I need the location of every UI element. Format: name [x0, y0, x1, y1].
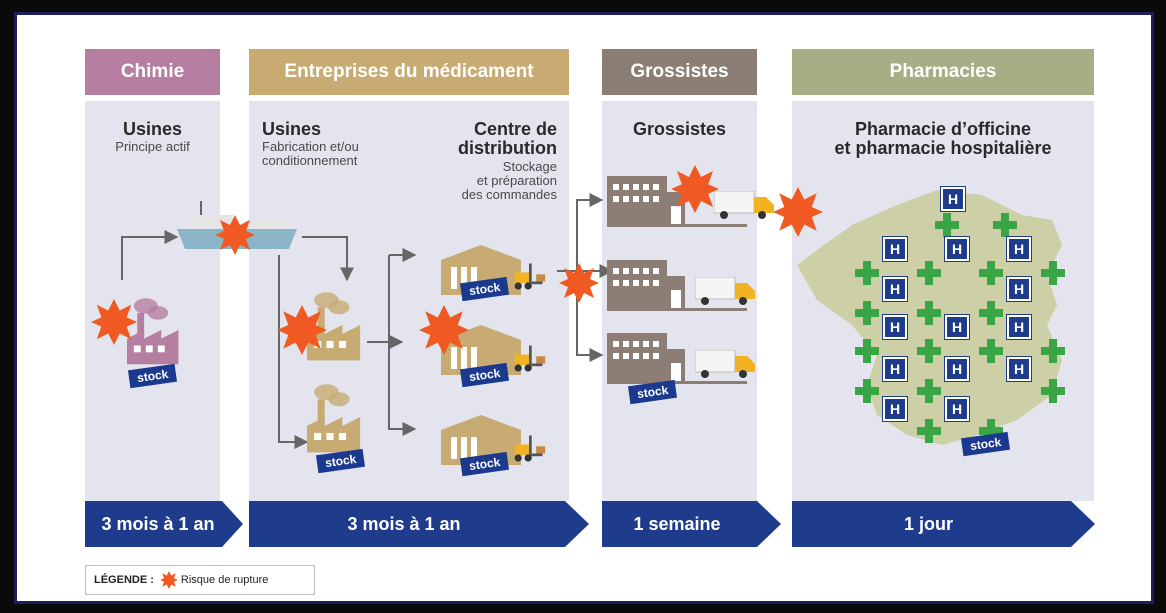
usines-subtitle-1: Fabrication et/ou — [262, 139, 359, 154]
hospital-icon: H — [944, 236, 970, 262]
risk-star-distribution — [559, 263, 599, 303]
duration-entreprises: 3 mois à 1 an — [249, 501, 589, 547]
risk-star-pharmacie — [773, 187, 823, 237]
duration-chimie: 3 mois à 1 an — [85, 501, 255, 547]
chimie-factory — [127, 298, 179, 365]
hospital-icon: H — [940, 186, 966, 212]
truck-2 — [695, 277, 755, 306]
hospital-icon: H — [944, 356, 970, 382]
legend-item: Risque de rupture — [180, 574, 269, 586]
duration-entreprises-label: 3 mois à 1 an — [347, 513, 461, 534]
pharmacies-title-2: et pharmacie hospitalière — [834, 138, 1052, 158]
legend-label: LÉGENDE : — [94, 574, 154, 586]
header-entreprises: Entreprises du médicament — [249, 49, 569, 95]
hospital-icon: H — [882, 276, 908, 302]
duration-grossistes-label: 1 semaine — [633, 513, 721, 534]
duration-pharmacies-label: 1 jour — [903, 513, 953, 534]
centre-sub-2: et préparation — [476, 173, 557, 188]
hospital-icon: H — [1006, 276, 1032, 302]
truck-1 — [714, 191, 774, 220]
chimie-title: Usines — [122, 119, 183, 139]
diagram-frame: Chimie Entreprises du médicament Grossis… — [14, 12, 1154, 604]
hospital-icon: H — [944, 314, 970, 340]
hospital-icon: H — [882, 356, 908, 382]
risk-star-centre — [419, 305, 469, 355]
usine-factory-2 — [307, 384, 361, 453]
centre-sub-1: Stockage — [502, 159, 557, 174]
header-pharmacies: Pharmacies — [792, 49, 1094, 95]
usines-subtitle-2: conditionnement — [262, 153, 358, 168]
header-grossistes: Grossistes — [602, 49, 757, 95]
hospital-icon: H — [1006, 236, 1032, 262]
hospital-icon: H — [882, 314, 908, 340]
hospital-icon: H — [1006, 314, 1032, 340]
hospital-icon: H — [882, 396, 908, 422]
truck-3 — [695, 350, 755, 379]
legend: LÉGENDE : Risque de rupture — [85, 565, 315, 595]
chimie-subtitle: Principe actif — [115, 139, 190, 154]
centre-title-2: distribution — [458, 138, 557, 158]
grossistes-title: Grossistes — [632, 119, 727, 139]
header-chimie: Chimie — [85, 49, 220, 95]
duration-chimie-label: 3 mois à 1 an — [101, 513, 215, 534]
risk-star-icon — [159, 571, 178, 589]
hospital-icon: H — [944, 396, 970, 422]
risk-star-ship — [215, 215, 255, 255]
hospital-icon: H — [1006, 356, 1032, 382]
duration-pharmacies: 1 jour — [792, 501, 1095, 547]
pharmacies-title-1: Pharmacie d’officine — [854, 119, 1032, 139]
risk-star-usine — [277, 305, 327, 355]
centre-sub-3: des commandes — [461, 187, 557, 202]
hospital-icon: H — [882, 236, 908, 262]
risk-star-chimie — [91, 299, 137, 345]
supply-chain-illustration — [91, 165, 1065, 465]
pharmacy-crosses — [855, 213, 1065, 443]
duration-grossistes: 1 semaine — [602, 501, 782, 547]
risk-star-grossiste — [671, 165, 719, 213]
centre-title-1: Centre de — [473, 119, 557, 139]
usines-title: Usines — [262, 119, 322, 139]
